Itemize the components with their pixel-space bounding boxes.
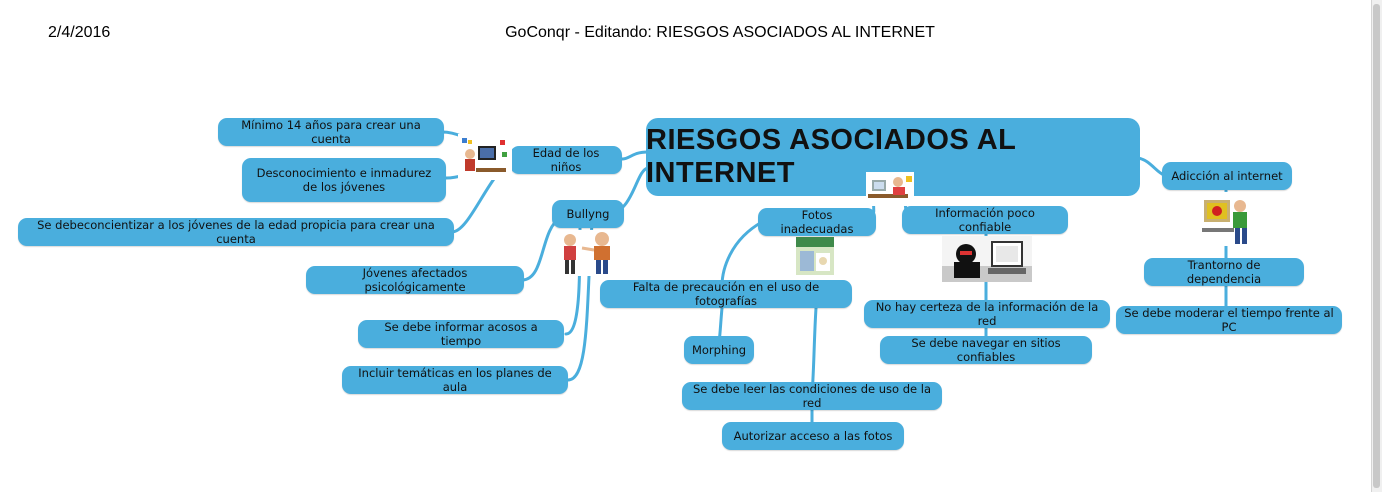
page-title: GoConqr - Editando: RIESGOS ASOCIADOS AL… bbox=[505, 24, 935, 41]
node-adiccion-al-internet[interactable]: Adicción al internet bbox=[1162, 162, 1292, 190]
computer-desk-image bbox=[866, 172, 914, 206]
node-no-hay-certeza[interactable]: No hay certeza de la información de la r… bbox=[864, 300, 1110, 328]
connector bbox=[720, 220, 764, 288]
node-autorizar-acceso[interactable]: Autorizar acceso a las fotos bbox=[722, 422, 904, 450]
internet-addiction-image bbox=[1200, 192, 1254, 246]
connector bbox=[520, 216, 562, 282]
computer-kid-image bbox=[458, 134, 512, 180]
hacker-image bbox=[942, 236, 1032, 282]
node-navegar-sitios-confiables[interactable]: Se debe navegar en sitios confiables bbox=[880, 336, 1092, 364]
scrollbar-thumb[interactable] bbox=[1373, 4, 1380, 488]
connector bbox=[620, 150, 650, 161]
photo-image bbox=[796, 237, 834, 275]
node-leer-condiciones[interactable]: Se debe leer las condiciones de uso de l… bbox=[682, 382, 942, 410]
bullying-image bbox=[558, 230, 618, 276]
node-informacion-poco-confiable[interactable]: Información poco confiable bbox=[902, 206, 1068, 234]
node-incluir-tematicas[interactable]: Incluir temáticas en los planes de aula bbox=[342, 366, 568, 394]
node-minimo-14-anos[interactable]: Mínimo 14 años para crear una cuenta bbox=[218, 118, 444, 146]
print-date: 2/4/2016 bbox=[48, 24, 111, 41]
node-concientizar[interactable]: Se debeconcientizar a los jóvenes de la … bbox=[18, 218, 454, 246]
node-edad-de-los-ninos[interactable]: Edad de los niños bbox=[510, 146, 622, 174]
node-bullyng[interactable]: Bullyng bbox=[552, 200, 624, 228]
node-moderar-tiempo-pc[interactable]: Se debe moderar el tiempo frente al PC bbox=[1116, 306, 1342, 334]
node-jovenes-afectados[interactable]: Jóvenes afectados psicológicamente bbox=[306, 266, 524, 294]
node-fotos-inadecuadas[interactable]: Fotos inadecuadas bbox=[758, 208, 876, 236]
node-trantorno-de-dependencia[interactable]: Trantorno de dependencia bbox=[1144, 258, 1304, 286]
node-informar-acosos[interactable]: Se debe informar acosos a tiempo bbox=[358, 320, 564, 348]
node-morphing[interactable]: Morphing bbox=[684, 336, 754, 364]
node-desconocimiento[interactable]: Desconocimiento e inmadurez de los jóven… bbox=[242, 158, 446, 202]
node-falta-de-precaucion[interactable]: Falta de precaución en el uso de fotogra… bbox=[600, 280, 852, 308]
connector bbox=[1136, 156, 1166, 177]
